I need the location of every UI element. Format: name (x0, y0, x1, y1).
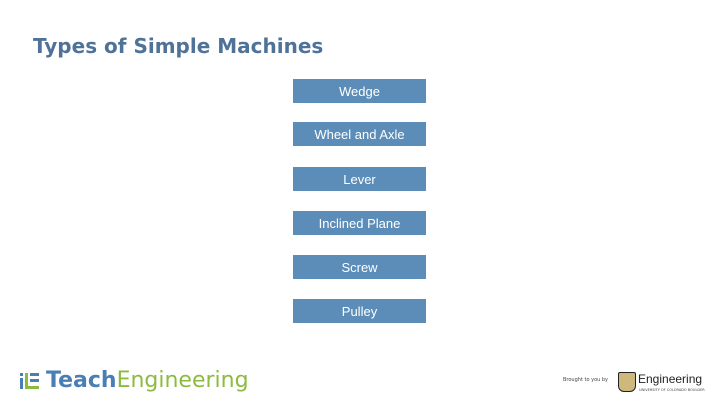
partner-sub: UNIVERSITY OF COLORADO BOULDER (639, 388, 705, 392)
logo-teach: Teach (46, 368, 117, 393)
logo-engineering: Engineering (116, 368, 249, 393)
teachengineering-mark-icon (20, 372, 39, 389)
item-wheel-and-axle: Wheel and Axle (293, 122, 426, 146)
item-pulley: Pulley (293, 299, 426, 323)
item-inclined-plane: Inclined Plane (293, 211, 426, 235)
partner-name: Engineering (638, 372, 703, 386)
item-lever: Lever (293, 167, 426, 191)
cu-logo-icon (618, 372, 636, 392)
item-wedge: Wedge (293, 79, 426, 103)
slide-title: Types of Simple Machines (33, 34, 324, 58)
brought-by-text: Brought to you by (563, 377, 609, 383)
item-screw: Screw (293, 255, 426, 279)
